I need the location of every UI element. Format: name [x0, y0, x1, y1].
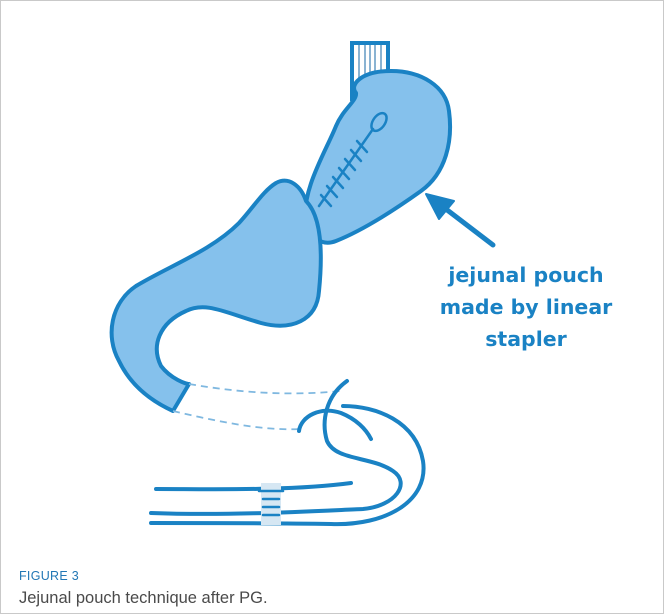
annotation-line-2: made by linear [406, 291, 646, 323]
bowel-staple-band [259, 483, 283, 525]
pointer-arrow [426, 194, 493, 245]
jejunal-pouch [305, 71, 450, 243]
pouch-annotation: jejunal pouch made by linear stapler [406, 259, 646, 355]
figure-caption: FIGURE 3 Jejunal pouch technique after P… [19, 568, 268, 610]
jejunal-loop [151, 381, 424, 524]
annotation-line-1: jejunal pouch [406, 259, 646, 291]
figure-label: FIGURE 3 [19, 568, 268, 584]
remnant-stomach [112, 181, 321, 411]
caption-text: Jejunal pouch technique after PG. [19, 586, 268, 610]
anastomosis-lines [173, 384, 341, 429]
annotation-line-3: stapler [406, 323, 646, 355]
